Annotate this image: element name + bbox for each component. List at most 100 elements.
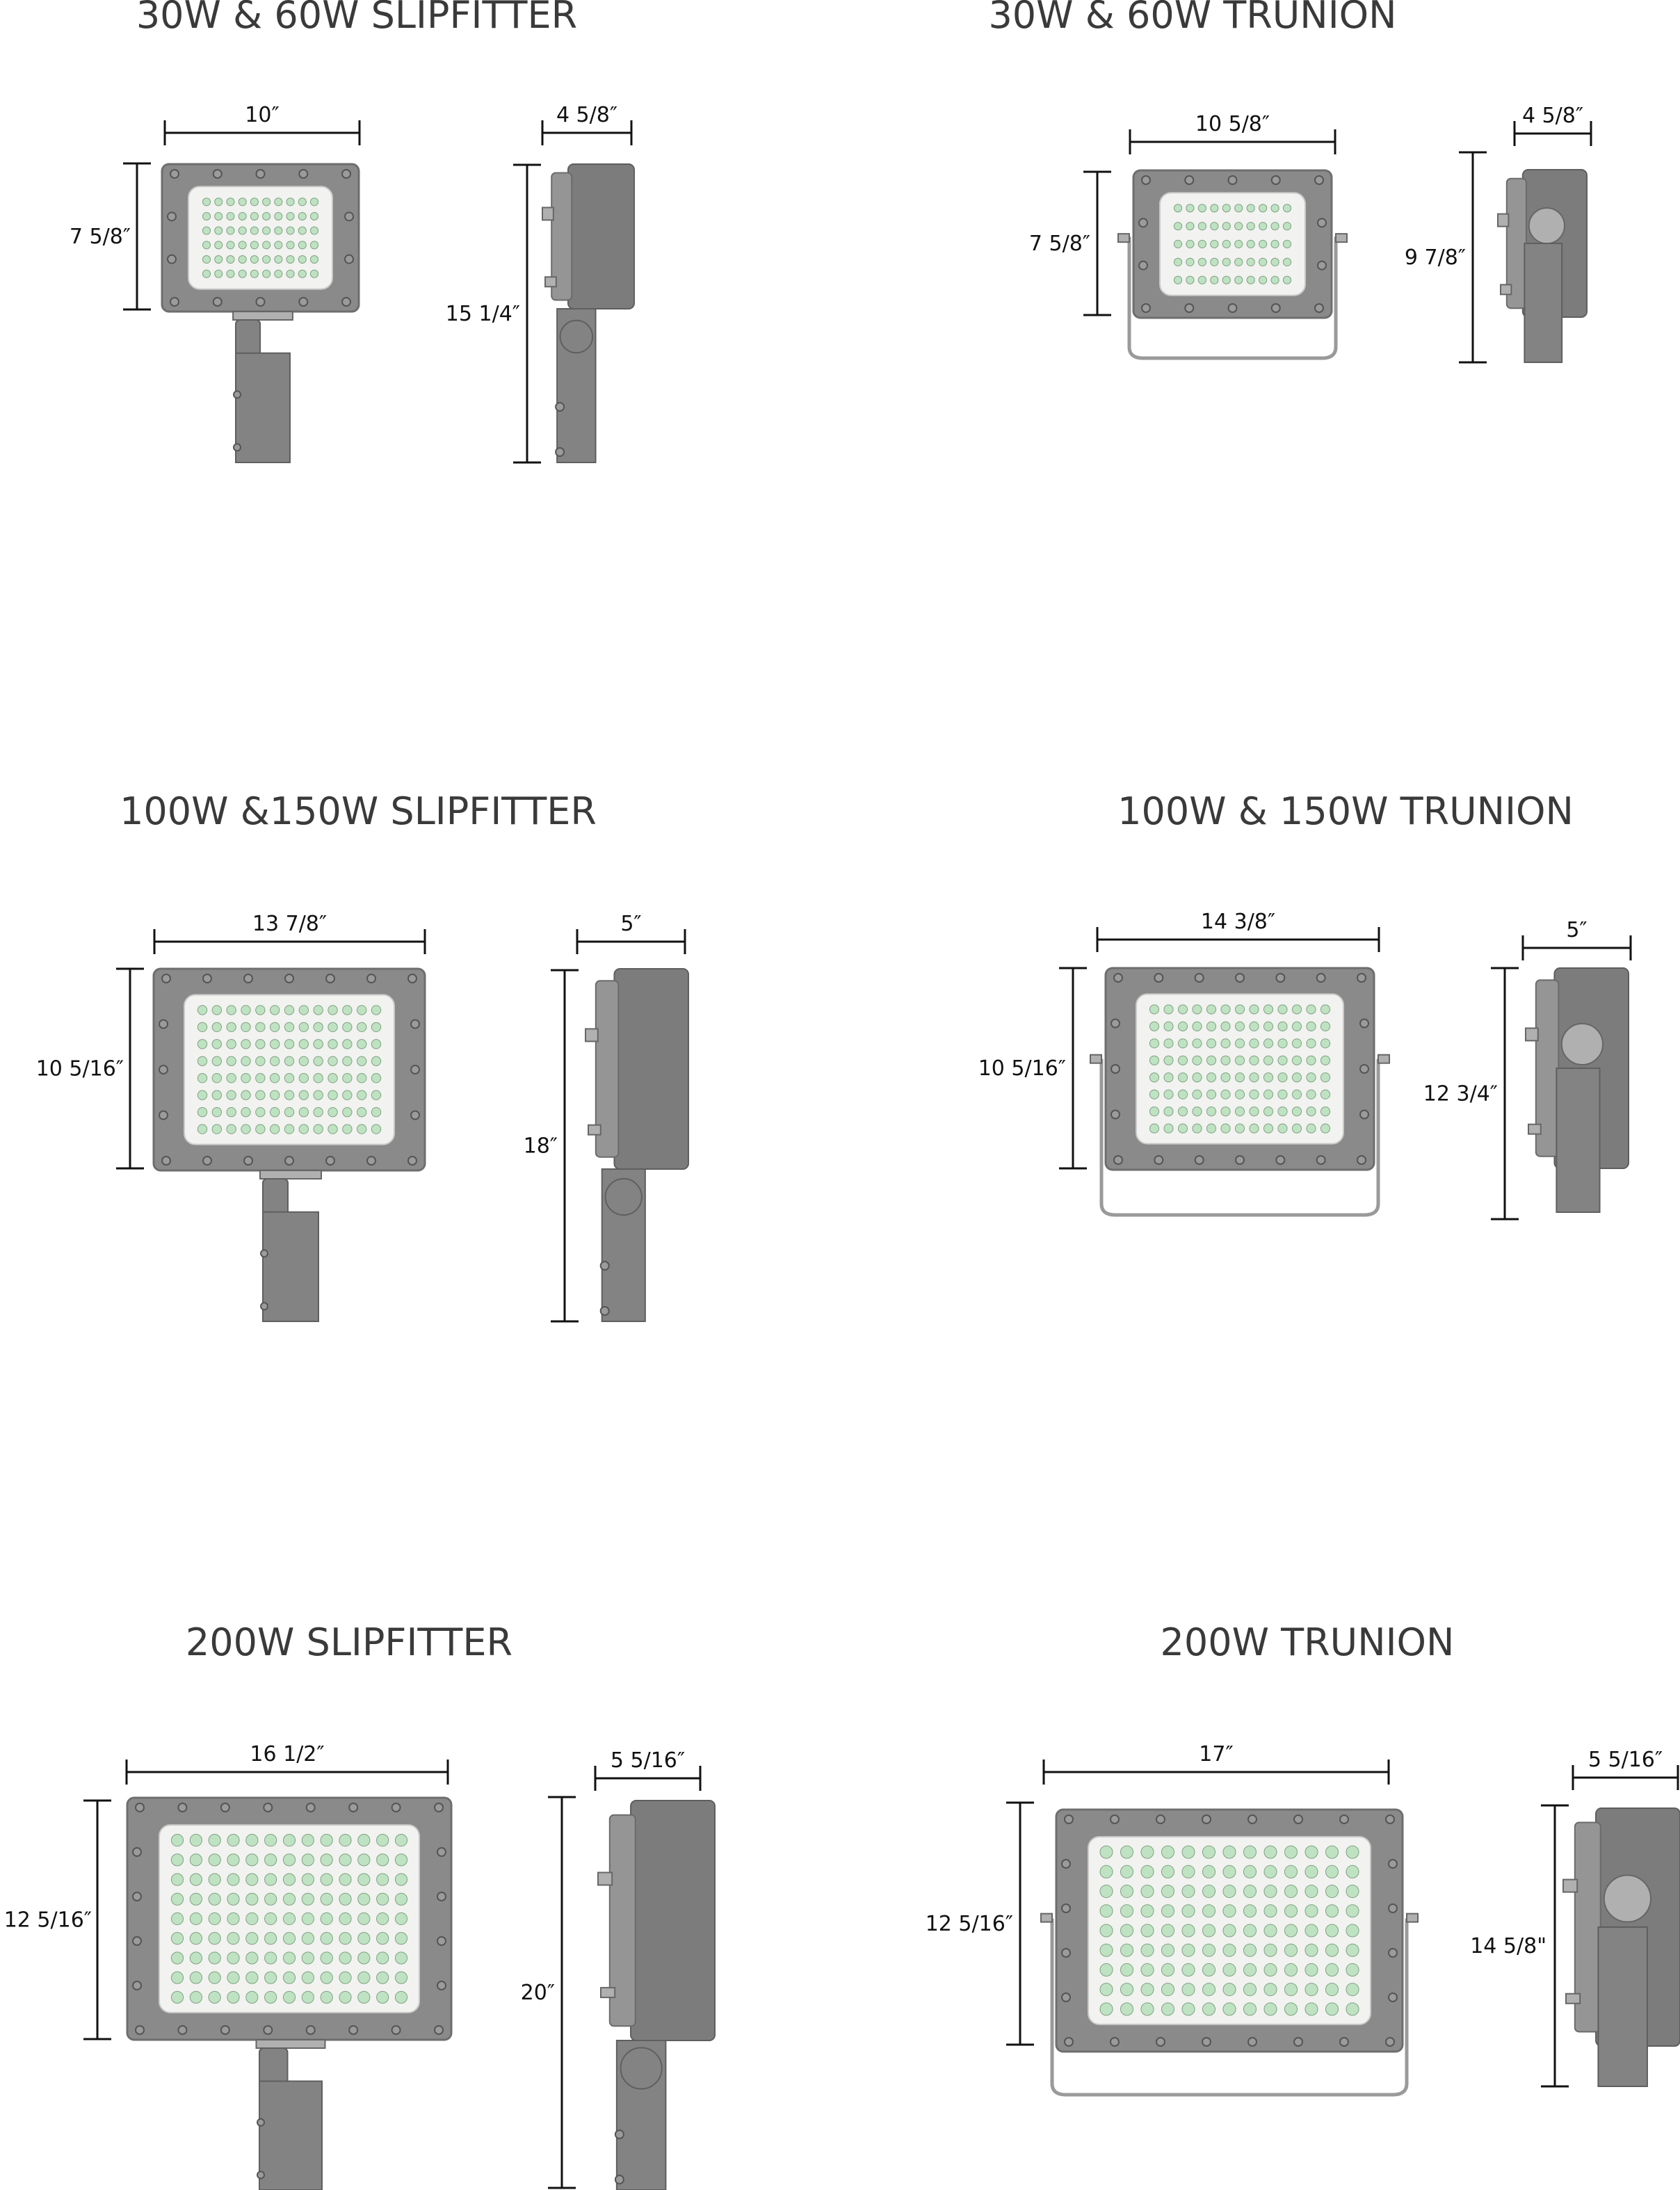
led <box>208 1873 221 1886</box>
led <box>197 1090 208 1100</box>
led <box>264 1912 277 1926</box>
set-screw <box>555 402 565 412</box>
led <box>1305 1865 1318 1878</box>
led <box>1222 239 1231 249</box>
led <box>262 198 271 207</box>
bolt <box>437 1892 446 1901</box>
height-dimension-label: 12 3/4″ <box>1423 1082 1498 1106</box>
led <box>1325 1885 1339 1899</box>
bolt <box>132 1936 142 1946</box>
led <box>1249 1055 1259 1065</box>
bolt <box>1113 973 1123 983</box>
led <box>1306 1055 1316 1065</box>
bolt <box>1061 1903 1071 1913</box>
bolt <box>1184 175 1195 185</box>
led <box>1140 1983 1154 1997</box>
led <box>298 198 307 207</box>
bolt <box>1247 1814 1257 1824</box>
led <box>227 1971 240 1984</box>
set-screw <box>260 1249 268 1258</box>
trunion-arm <box>1597 1926 1648 2087</box>
led <box>301 1932 314 1945</box>
lens-panel <box>188 186 333 290</box>
side-view: 4 5/8″9 7/8″ <box>1405 104 1592 364</box>
led <box>298 1073 309 1084</box>
led <box>1163 1021 1174 1031</box>
height-dimension-label: 10 5/16″ <box>978 1056 1066 1081</box>
bolt <box>1141 175 1151 185</box>
led <box>1284 2002 1298 2016</box>
led <box>1149 1089 1160 1100</box>
led <box>274 211 283 220</box>
bolt <box>1194 973 1204 983</box>
height-dimension-label: 20″ <box>521 1981 555 2005</box>
led <box>339 1932 352 1945</box>
led <box>270 1073 280 1084</box>
led <box>1173 204 1183 213</box>
led <box>282 1873 296 1886</box>
led <box>250 198 259 207</box>
led <box>226 1106 236 1118</box>
led <box>376 1853 389 1867</box>
bolt <box>1270 303 1281 313</box>
led <box>376 1990 389 2004</box>
bolt <box>202 1156 212 1166</box>
side-clip <box>1528 1123 1542 1135</box>
bolt <box>1202 1814 1211 1824</box>
led <box>189 1873 202 1886</box>
led <box>238 255 247 264</box>
panel-title: 30W & 60W TRUNION <box>988 0 1396 37</box>
led <box>1306 1123 1316 1134</box>
led <box>1161 1924 1175 1938</box>
led <box>1099 1904 1113 1918</box>
led <box>1149 1072 1160 1083</box>
led <box>227 1990 240 2004</box>
led <box>264 1951 277 1965</box>
bolt <box>1317 260 1327 271</box>
led <box>298 1039 309 1049</box>
bolt <box>348 1803 359 1812</box>
bolt <box>1138 260 1148 271</box>
led <box>1161 1904 1175 1918</box>
led <box>189 1912 202 1926</box>
bolt <box>1357 973 1366 983</box>
led <box>227 1892 240 1906</box>
bolt <box>1110 1064 1120 1074</box>
led <box>241 1005 251 1015</box>
knuckle-side <box>604 1177 643 1216</box>
led <box>1163 1004 1174 1015</box>
led <box>1234 1123 1245 1134</box>
led <box>313 1073 323 1084</box>
bolt <box>1202 2037 1211 2047</box>
led <box>394 1892 408 1906</box>
yoke-knob <box>1090 1054 1102 1064</box>
led <box>1222 275 1231 284</box>
led <box>1291 1089 1302 1100</box>
mount-plate <box>259 1170 322 1179</box>
front-view: 16 1/2″12 5/16″ <box>4 1742 453 2190</box>
led <box>394 1971 408 1984</box>
led <box>1181 1963 1195 1976</box>
led <box>245 1951 259 1965</box>
width-dimension-label: 5 5/16″ <box>1588 1748 1663 1772</box>
led <box>1206 1038 1217 1049</box>
led <box>1210 204 1219 213</box>
led <box>1325 1983 1339 1997</box>
bolt <box>1227 175 1238 185</box>
led <box>1222 1904 1236 1918</box>
led <box>320 1951 333 1965</box>
led <box>1177 1123 1188 1134</box>
led <box>1140 1885 1154 1899</box>
led <box>1206 1089 1217 1100</box>
led <box>1305 1885 1318 1899</box>
led <box>1163 1106 1174 1117</box>
height-dimension-label: 12 5/16″ <box>4 1908 92 1933</box>
led <box>394 1873 408 1886</box>
bolt <box>263 1803 273 1812</box>
set-screw <box>233 390 241 399</box>
side-clip <box>1562 1878 1578 1893</box>
led <box>1140 2002 1154 2016</box>
led <box>357 1106 367 1118</box>
trunion-arm <box>1556 1068 1601 1213</box>
